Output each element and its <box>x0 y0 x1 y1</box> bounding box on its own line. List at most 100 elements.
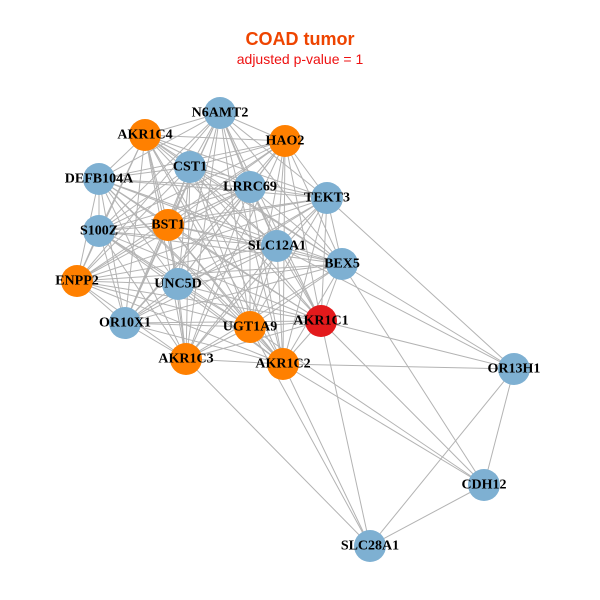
edge-AKR1C4-HAO2 <box>144 134 286 142</box>
edge-OR10X1-UGT1A9 <box>124 322 251 328</box>
node-BST1[interactable]: BST1 <box>151 209 185 241</box>
edge-ENPP2-AKR1C1 <box>76 280 322 322</box>
edge-HAO2-S100Z <box>98 140 286 232</box>
node-circle[interactable] <box>204 97 236 129</box>
node-CDH12[interactable]: CDH12 <box>461 469 507 501</box>
node-circle[interactable] <box>261 230 293 262</box>
node-circle[interactable] <box>83 215 115 247</box>
node-circle[interactable] <box>174 151 206 183</box>
edge-OR10X1-AKR1C1 <box>124 320 322 324</box>
edge-BST1-BEX5 <box>167 224 343 265</box>
node-label: SLC12A1 <box>248 239 306 254</box>
node-label: ENPP2 <box>55 274 99 289</box>
node-circle[interactable] <box>83 163 115 195</box>
edge-CST1-SLC12A1 <box>189 166 278 247</box>
edge-BEX5-UNC5D <box>177 263 343 285</box>
node-circle[interactable] <box>234 171 266 203</box>
node-circle[interactable] <box>498 353 530 385</box>
node-label: CST1 <box>173 160 207 175</box>
edge-UNC5D-AKR1C2 <box>177 283 284 365</box>
edge-OR13H1-TEKT3 <box>326 197 515 370</box>
node-circle[interactable] <box>162 268 194 300</box>
node-label: AKR1C3 <box>158 352 213 367</box>
node-circle[interactable] <box>311 182 343 214</box>
edge-ENPP2-UNC5D <box>76 280 179 285</box>
node-S100Z[interactable]: S100Z <box>80 215 118 247</box>
edge-BST1-SLC12A1 <box>167 224 278 247</box>
edge-LRRC69-S100Z <box>98 186 251 232</box>
node-UNC5D[interactable]: UNC5D <box>154 268 202 300</box>
edge-DEFB104A-BEX5 <box>98 178 343 265</box>
node-circle[interactable] <box>109 307 141 339</box>
node-AKR1C2[interactable]: AKR1C2 <box>255 348 311 380</box>
node-BEX5[interactable]: BEX5 <box>324 248 360 280</box>
node-circle[interactable] <box>267 348 299 380</box>
edge-AKR1C4-ENPP2 <box>76 134 146 282</box>
node-AKR1C1[interactable]: AKR1C1 <box>293 305 349 337</box>
node-circle[interactable] <box>152 209 184 241</box>
edge-OR13H1-AKR1C2 <box>282 363 515 370</box>
node-label: LRRC69 <box>223 180 277 195</box>
node-UGT1A9[interactable]: UGT1A9 <box>223 311 277 343</box>
edge-BST1-OR10X1 <box>124 224 169 324</box>
edge-HAO2-BST1 <box>167 140 286 226</box>
edge-CST1-BEX5 <box>189 166 343 265</box>
node-SLC28A1[interactable]: SLC28A1 <box>341 530 399 562</box>
node-circle[interactable] <box>269 125 301 157</box>
node-circle[interactable] <box>129 119 161 151</box>
edge-DEFB104A-AKR1C3 <box>98 178 187 360</box>
edge-OR13H1-SLC12A1 <box>276 245 515 370</box>
node-SLC12A1[interactable]: SLC12A1 <box>248 230 306 262</box>
edge-BST1-AKR1C1 <box>167 224 322 322</box>
node-circle[interactable] <box>234 311 266 343</box>
edge-TEKT3-AKR1C2 <box>282 197 328 365</box>
node-circle[interactable] <box>354 530 386 562</box>
edge-OR13H1-BEX5 <box>341 263 515 370</box>
node-label: TEKT3 <box>304 191 350 206</box>
node-label: SLC28A1 <box>341 539 399 554</box>
edge-DEFB104A-LRRC69 <box>98 178 251 188</box>
edge-LRRC69-AKR1C3 <box>185 186 251 360</box>
node-CST1[interactable]: CST1 <box>173 151 207 183</box>
edge-CST1-AKR1C3 <box>185 166 191 360</box>
edge-S100Z-AKR1C3 <box>98 230 187 360</box>
node-AKR1C3[interactable]: AKR1C3 <box>158 343 214 375</box>
node-circle[interactable] <box>170 343 202 375</box>
node-ENPP2[interactable]: ENPP2 <box>55 265 99 297</box>
node-N6AMT2[interactable]: N6AMT2 <box>192 97 249 129</box>
node-HAO2[interactable]: HAO2 <box>266 125 305 157</box>
edge-OR13H1-CDH12 <box>483 368 515 486</box>
edge-SLC28A1-AKR1C2 <box>282 363 371 547</box>
edge-SLC12A1-AKR1C3 <box>185 245 278 360</box>
edge-TEKT3-BST1 <box>167 197 328 226</box>
edge-CST1-S100Z <box>98 166 191 232</box>
node-OR10X1[interactable]: OR10X1 <box>99 307 151 339</box>
edge-AKR1C3-AKR1C2 <box>185 358 284 365</box>
edge-BST1-AKR1C2 <box>167 224 284 365</box>
edge-HAO2-ENPP2 <box>76 140 286 282</box>
edge-CDH12-SLC28A1 <box>369 484 485 547</box>
node-AKR1C4[interactable]: AKR1C4 <box>117 119 173 151</box>
edge-TEKT3-OR10X1 <box>124 197 328 324</box>
node-DEFB104A[interactable]: DEFB104A <box>65 163 134 195</box>
node-circle[interactable] <box>468 469 500 501</box>
edge-BEX5-UGT1A9 <box>249 263 343 328</box>
node-label: AKR1C2 <box>255 357 310 372</box>
node-TEKT3[interactable]: TEKT3 <box>304 182 350 214</box>
node-circle[interactable] <box>326 248 358 280</box>
node-label: OR13H1 <box>488 362 541 377</box>
node-label: N6AMT2 <box>192 106 249 121</box>
node-label: BST1 <box>151 218 184 233</box>
node-OR13H1[interactable]: OR13H1 <box>488 353 541 385</box>
node-circle[interactable] <box>61 265 93 297</box>
node-LRRC69[interactable]: LRRC69 <box>223 171 277 203</box>
edge-SLC28A1-AKR1C1 <box>320 320 371 547</box>
edge-SLC28A1-AKR1C3 <box>185 358 371 547</box>
edge-OR10X1-AKR1C2 <box>124 322 284 365</box>
edge-N6AMT2-DEFB104A <box>98 112 221 180</box>
edge-DEFB104A-UNC5D <box>98 178 179 285</box>
edge-BST1-ENPP2 <box>76 224 169 282</box>
edge-N6AMT2-ENPP2 <box>76 112 221 282</box>
node-circle[interactable] <box>305 305 337 337</box>
